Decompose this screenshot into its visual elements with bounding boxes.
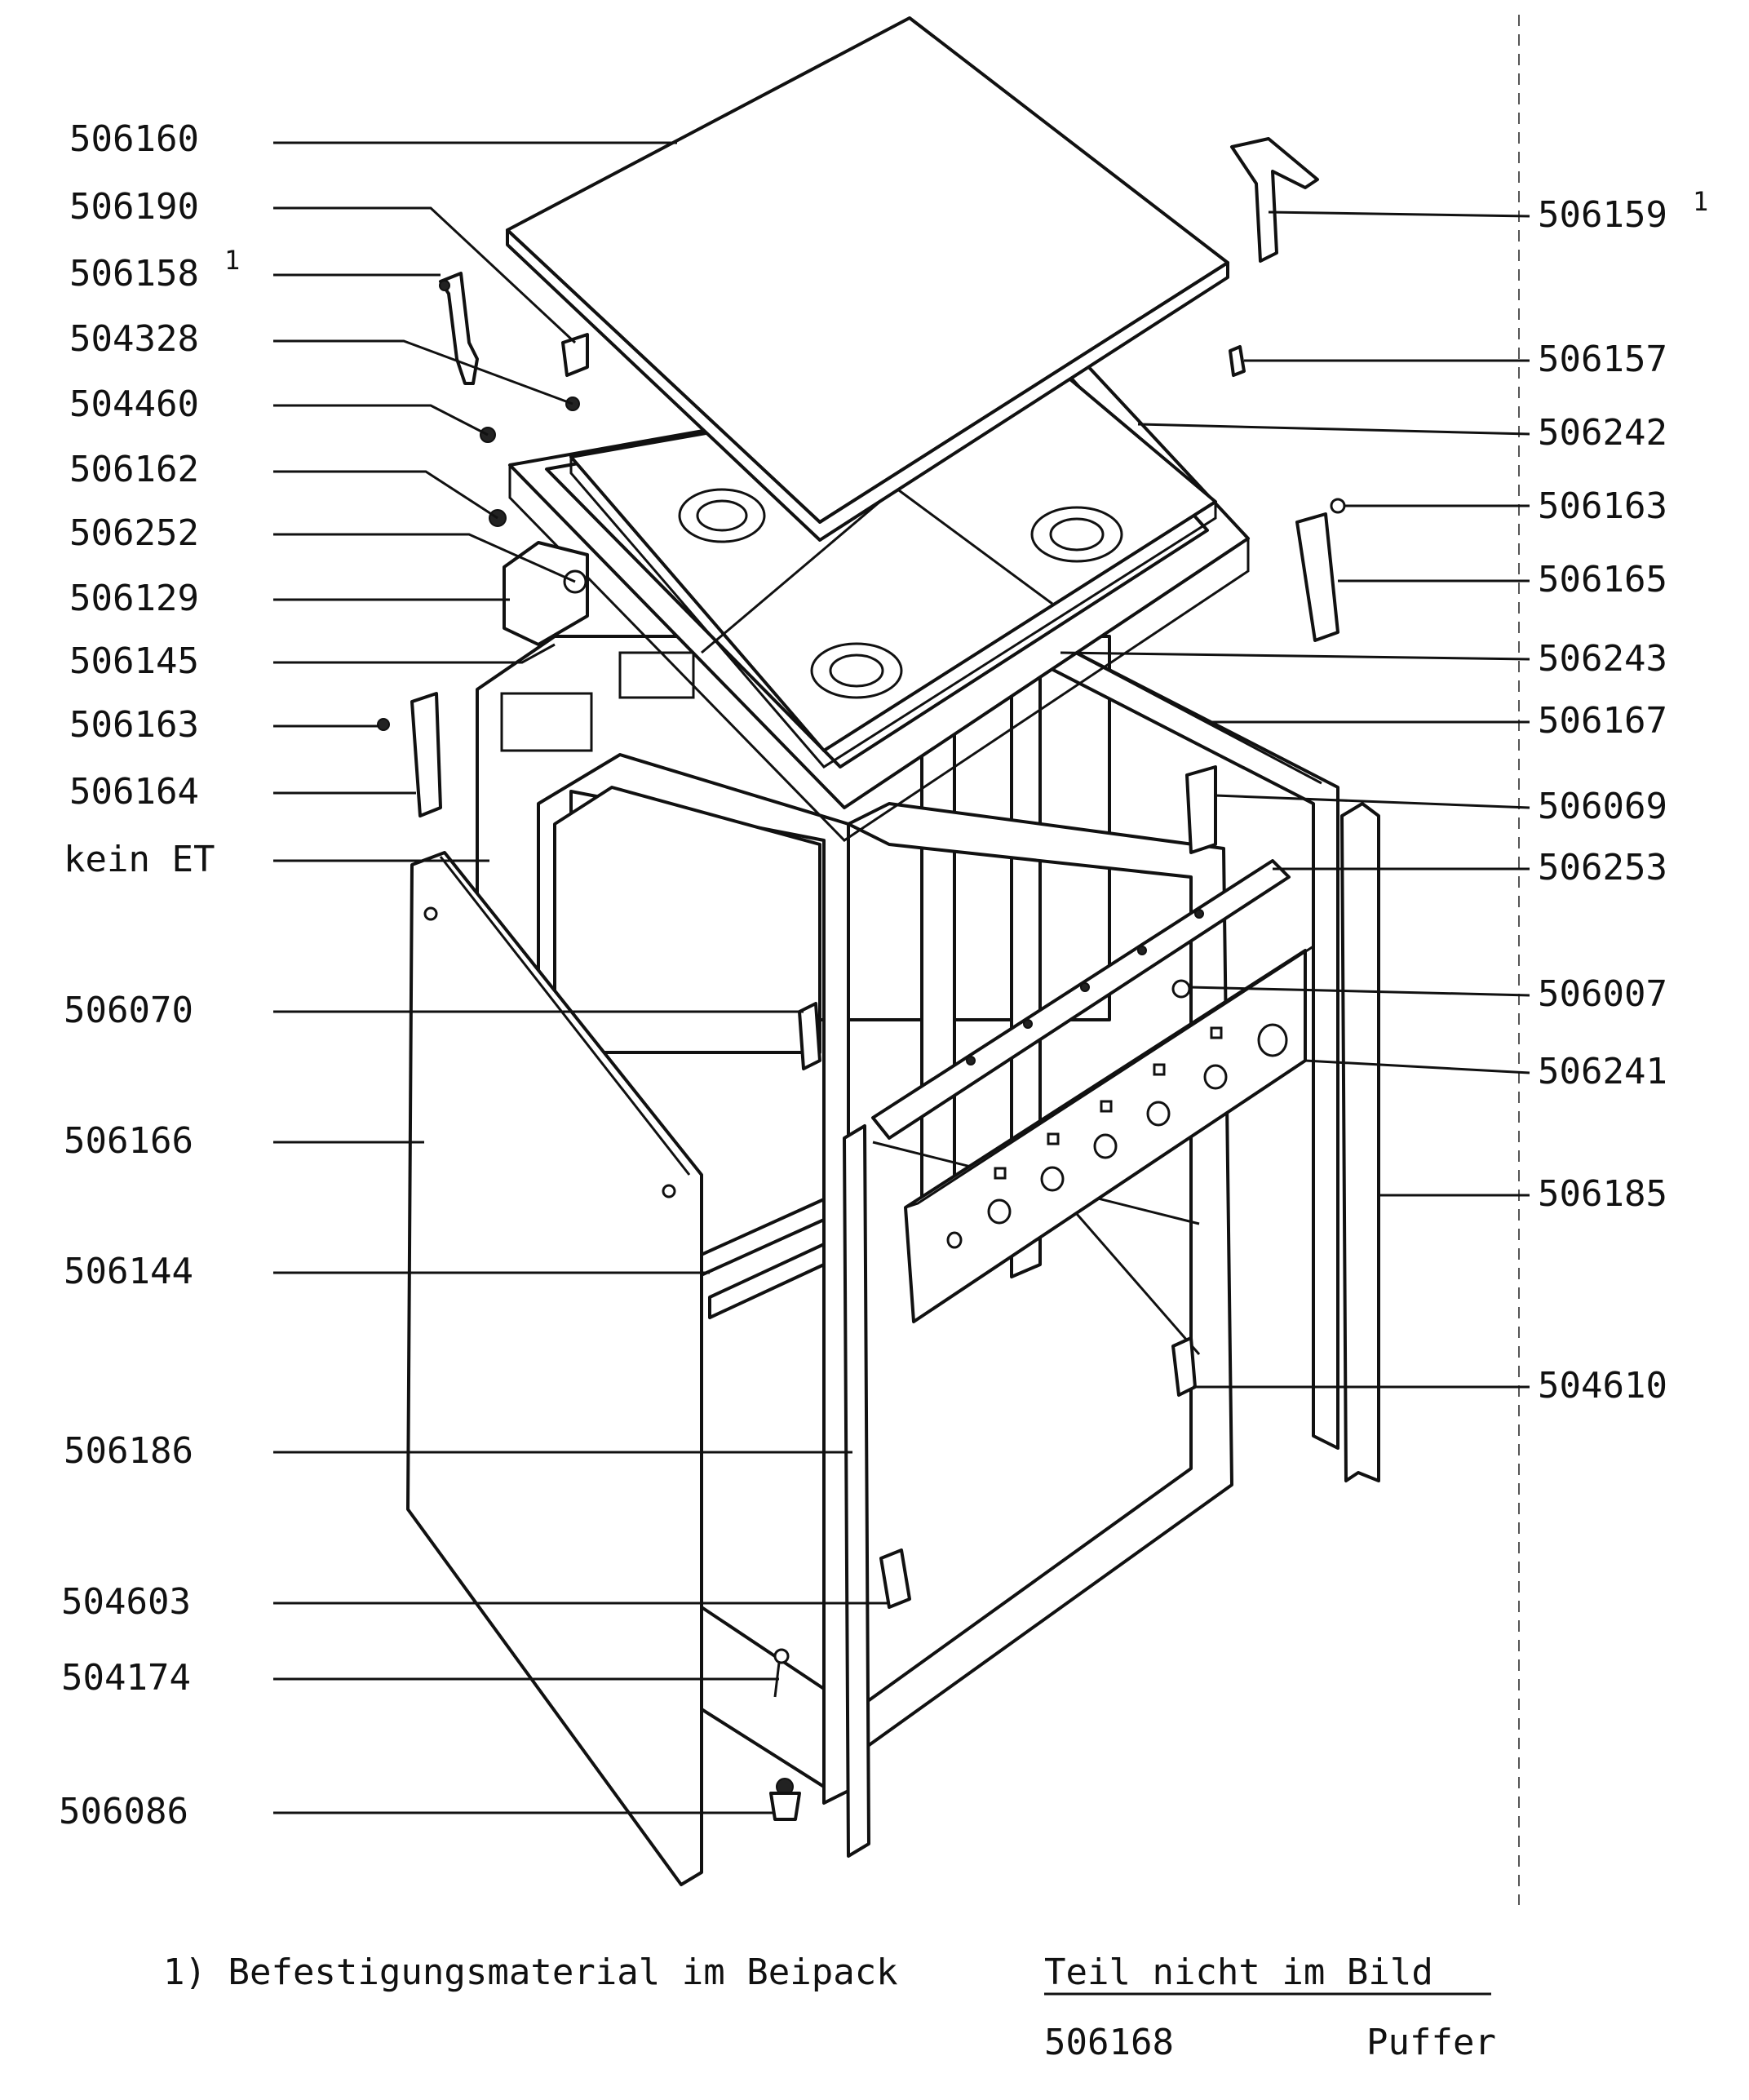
clip-506157 [1229,345,1246,377]
label-506069: 506069 [1538,786,1667,827]
label-506252: 506252 [69,512,199,554]
back-panel-cutout-left [500,692,593,752]
hinge-left-lower-506164 [377,692,442,817]
rear-right-frame-edge [1043,635,1322,785]
hinge-right-506159 [1230,137,1319,263]
control-panel-indicator-squares [994,1026,1223,1180]
side-panel-hole-bottom [662,1184,676,1198]
label-506185: 506185 [1538,1173,1667,1215]
label-506158-superscript: 1 [224,245,240,276]
label-506086: 506086 [59,1791,188,1832]
right-frame-diagonal [1059,1194,1201,1355]
right-seal-strip [1340,802,1380,1482]
cross-rail-lower [708,1243,826,1319]
foot-506086 [769,1778,801,1821]
label-506163-left: 506163 [69,704,199,746]
back-panel-cutout-right [618,651,695,699]
label-506241: 506241 [1538,1051,1667,1092]
pin-506007 [1171,979,1191,999]
label-506007: 506007 [1538,973,1667,1015]
catch-506070 [798,1002,821,1070]
label-504603: 504603 [61,1581,191,1623]
side-panel [406,851,703,1886]
label-kein-et: kein ET [64,839,215,880]
label-506253: 506253 [1538,847,1667,888]
right-labels: 506159 1 506157 506242 506163 506165 506… [1538,186,1708,1407]
label-506243: 506243 [1538,638,1667,680]
footnotes: 1) Befestigungsmaterial im Beipack Teil … [163,1952,1496,2063]
catch-504603 [879,1548,911,1609]
cover-plate-edge [506,228,1229,542]
control-panel-top-edge [905,945,1314,1209]
side-panel-hole-top [423,906,438,921]
leader-lines [273,141,1530,1814]
label-504610: 504610 [1538,1365,1667,1407]
label-504460: 504460 [69,383,199,425]
cabinet-drawing [377,15,1520,1905]
label-506144: 506144 [64,1251,193,1292]
control-panel-knob-holes [946,1023,1288,1249]
label-504174: 504174 [61,1657,191,1699]
label-506165: 506165 [1538,559,1667,600]
left-labels: 506160 506190 506158 1 504328 504460 506… [59,118,240,1832]
bracket-506190 [561,333,589,377]
label-506159: 506159 [1538,194,1667,236]
label-506242: 506242 [1538,412,1667,454]
label-506164: 506164 [69,771,199,813]
hob-frame-side [508,465,1250,842]
label-506167: 506167 [1538,700,1667,742]
label-506190: 506190 [69,186,199,228]
catch-504610 [1171,1336,1197,1397]
label-506166: 506166 [64,1120,193,1162]
footnote-fastening-material: 1) Befestigungsmaterial im Beipack [163,1952,898,1993]
label-504328: 504328 [69,318,199,360]
not-shown-heading: Teil nicht im Bild [1044,1952,1433,1993]
label-506157: 506157 [1538,339,1667,380]
hinge-right-lower-506165 [1295,498,1346,642]
hinge-left-506158 [439,272,479,385]
label-506145: 506145 [69,640,199,682]
label-506186: 506186 [64,1430,193,1472]
inner-bottom-panel [700,1606,826,1788]
not-shown-part-name: Puffer [1366,2022,1496,2063]
hob-tray-side [569,457,1217,769]
hinge-rail-holes [966,909,1204,1066]
label-506070: 506070 [64,990,193,1031]
hinge-rail [871,859,1291,1140]
label-506158: 506158 [69,253,199,295]
hob-tray-burner-holes [678,488,1123,699]
bracket-506129 [503,541,589,646]
label-506129: 506129 [69,578,199,619]
label-506162: 506162 [69,449,199,490]
door-seal-strip [843,1124,870,1858]
label-506160: 506160 [69,118,199,160]
label-506159-superscript: 1 [1693,186,1708,217]
hinge-506069 [1185,765,1217,854]
label-506163-right: 506163 [1538,485,1667,527]
side-panel-flange [439,856,691,1176]
not-shown-part-number: 506168 [1044,2022,1174,2063]
